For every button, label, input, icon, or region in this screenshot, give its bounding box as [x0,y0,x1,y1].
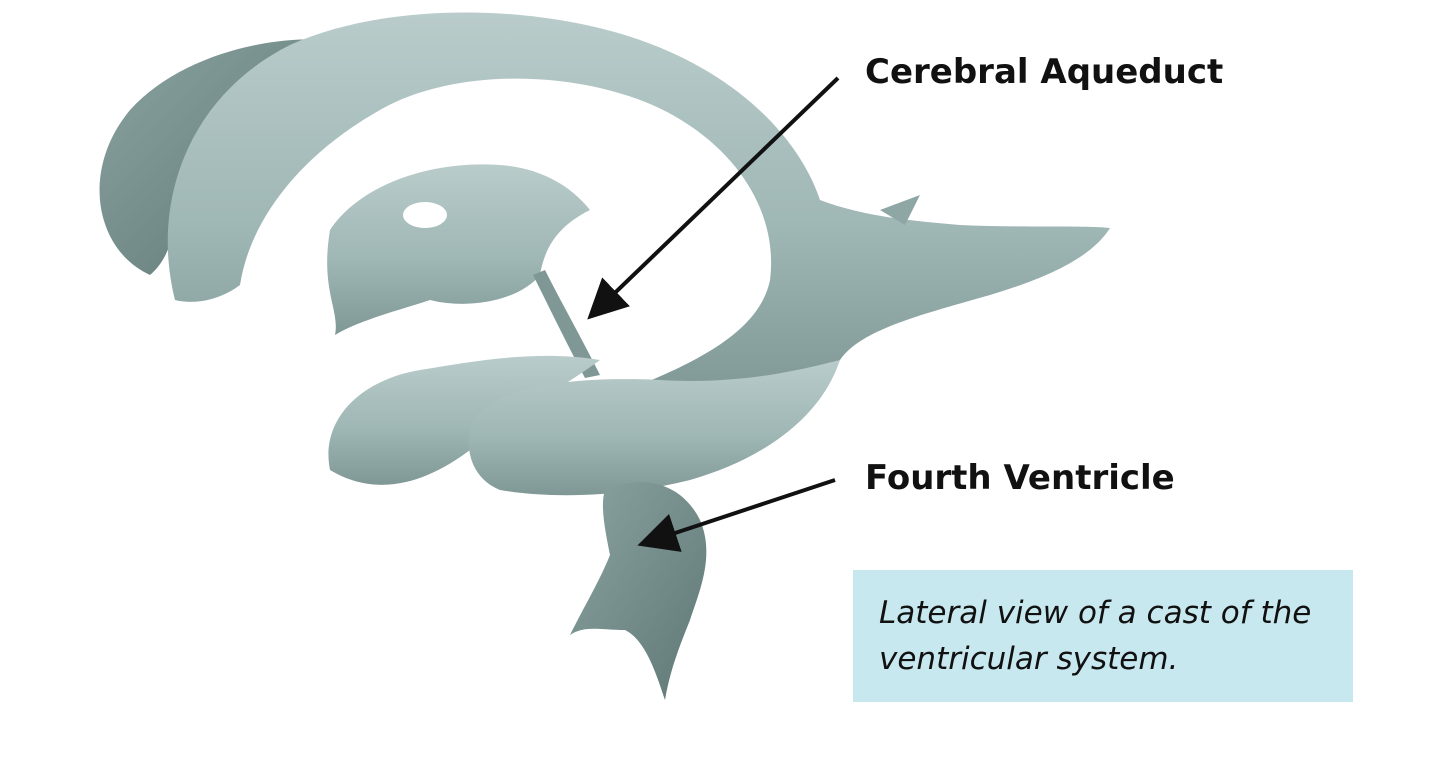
cerebral-aqueduct-label: Cerebral Aqueduct [865,52,1224,92]
fourth-ventricle-arrow [637,478,836,552]
inferior-horn-right [468,360,840,496]
cerebral-aqueduct-strand [533,270,600,378]
arch-spike [880,195,920,225]
third-ventricle [327,164,590,335]
caption-box: Lateral view of a cast of the ventricula… [853,570,1353,702]
interthalamic-adhesion-hole [403,202,447,228]
fourth-ventricle-cast [570,482,707,700]
lateral-ventricle-far-horn [99,39,330,276]
cerebral-aqueduct-arrow [587,76,840,320]
fourth-ventricle-label: Fourth Ventricle [865,458,1175,498]
lateral-ventricle-arch [167,12,1110,398]
caption-text: Lateral view of a cast of the ventricula… [879,595,1312,677]
